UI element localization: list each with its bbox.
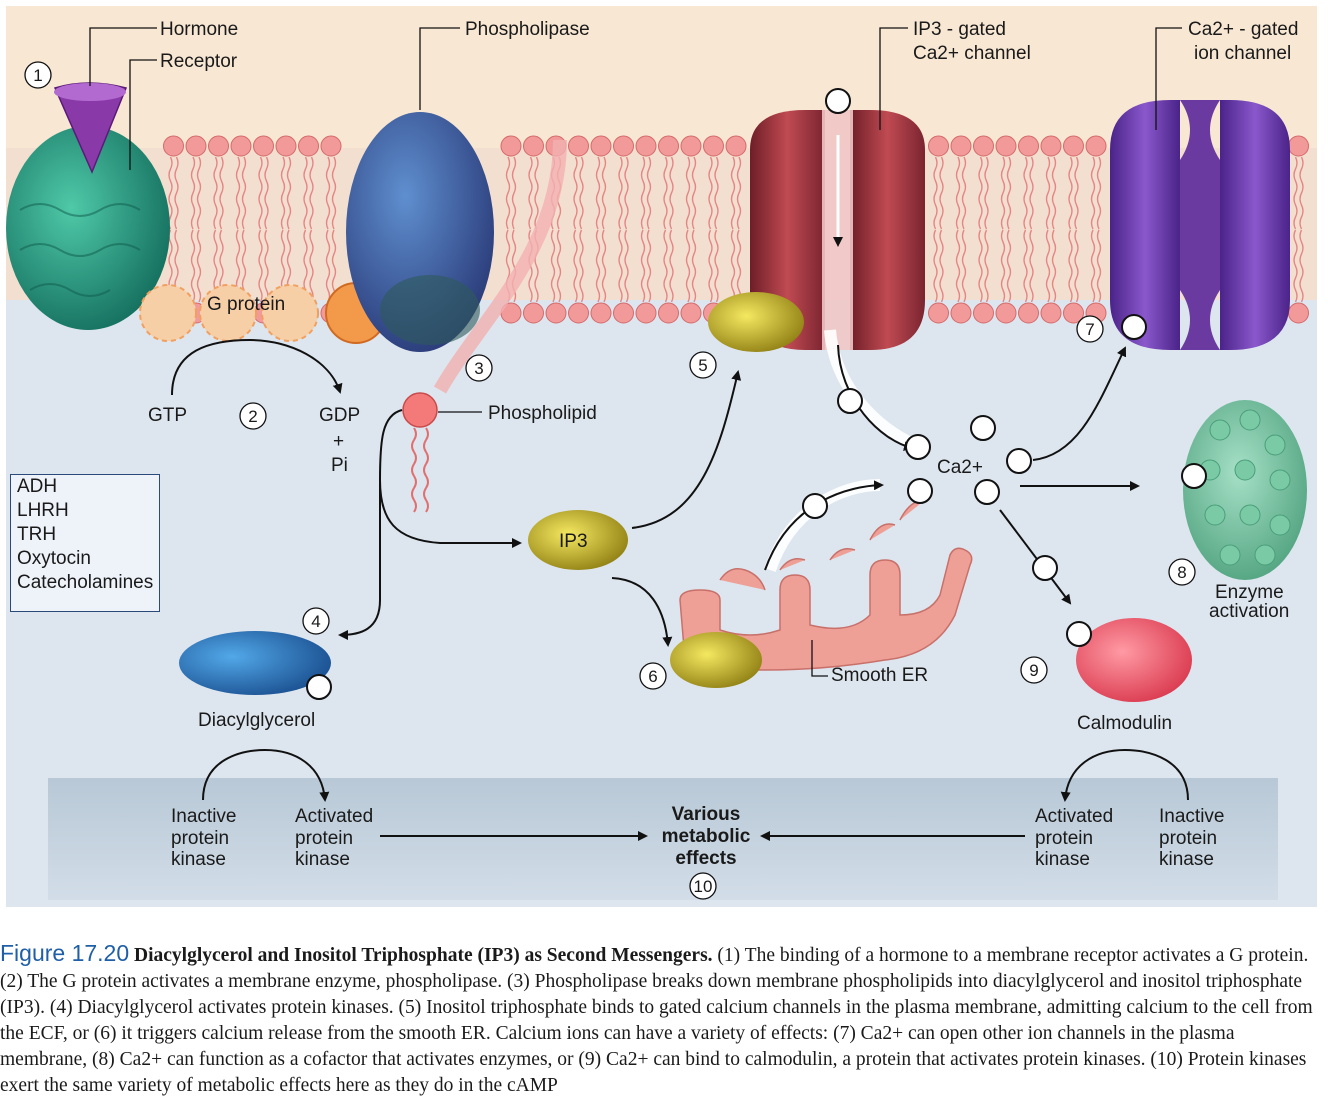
g-protein-label: G protein xyxy=(207,294,285,315)
hormone-catecholamines: Catecholamines xyxy=(17,572,154,593)
inactive-pk-left-1: Inactive xyxy=(171,806,236,827)
ip3-label: IP3 xyxy=(559,531,588,552)
ip3-on-er xyxy=(670,632,762,688)
membrane-core xyxy=(6,148,1317,300)
calmodulin-protein xyxy=(1076,618,1192,702)
various-effects-3: effects xyxy=(675,848,736,869)
activated-pk-right-3: kinase xyxy=(1035,849,1090,870)
inactive-pk-right-1: Inactive xyxy=(1159,806,1224,827)
pathway-arrows xyxy=(171,338,1189,841)
step-2: 2 xyxy=(248,407,257,426)
ip3-gated-ca-channel xyxy=(750,110,925,350)
hormone-adh: ADH xyxy=(17,476,58,497)
activated-pk-right-1: Activated xyxy=(1035,806,1113,827)
receptor-label: Receptor xyxy=(160,51,238,72)
receptor-protein xyxy=(6,126,170,330)
phospholipid-tail-trail xyxy=(433,139,567,394)
inactive-pk-left-2: protein xyxy=(171,828,229,849)
ip3-channel-label-1: IP3 - gated xyxy=(913,19,1006,40)
various-effects-1: Various xyxy=(672,804,741,825)
hormone-lhrh: LHRH xyxy=(17,500,69,521)
metabolic-band xyxy=(48,778,1278,900)
pi-label: Pi xyxy=(331,455,348,476)
various-effects-2: metabolic xyxy=(662,826,751,847)
ca-channel-label-1: Ca2+ - gated xyxy=(1188,19,1298,40)
activated-pk-left-2: protein xyxy=(295,828,353,849)
smooth-er xyxy=(679,499,973,671)
membrane-heads xyxy=(163,135,1309,324)
ip3-bound-channel xyxy=(708,292,804,352)
step-8: 8 xyxy=(1177,563,1186,582)
gtp-label: GTP xyxy=(148,405,187,426)
figure-title: Diacylglycerol and Inositol Triphosphate… xyxy=(134,945,713,966)
figure-body: (1) The binding of a hormone to a membra… xyxy=(0,945,1313,1096)
figure-number: Figure 17.20 xyxy=(0,940,130,966)
step-6: 6 xyxy=(648,667,657,686)
activated-pk-left-3: kinase xyxy=(295,849,350,870)
step-5: 5 xyxy=(698,356,707,375)
smooth-er-label: Smooth ER xyxy=(831,665,928,686)
diacylglycerol-molecule xyxy=(179,631,331,695)
extracellular-fluid xyxy=(6,6,1317,148)
step-4: 4 xyxy=(311,612,320,631)
phospholipid-label: Phospholipid xyxy=(488,403,597,424)
hormone-top xyxy=(54,83,126,101)
inactive-pk-right-2: protein xyxy=(1159,828,1217,849)
ca-gated-ion-channel xyxy=(1110,100,1290,350)
diacylglycerol-label: Diacylglycerol xyxy=(198,710,315,731)
step-3: 3 xyxy=(474,359,483,378)
step-10: 10 xyxy=(694,877,713,896)
ca-channel-label-2: ion channel xyxy=(1194,43,1291,64)
step-9: 9 xyxy=(1029,661,1038,680)
calcium-ions xyxy=(306,88,1207,700)
ip3-channel-label-2: Ca2+ channel xyxy=(913,43,1031,64)
plus-label: + xyxy=(333,431,344,452)
figure-caption: Figure 17.20 Diacylglycerol and Inositol… xyxy=(0,940,1318,1099)
hormone-trh: TRH xyxy=(17,524,57,545)
activated-pk-left-1: Activated xyxy=(295,806,373,827)
hormone-oxytocin: Oxytocin xyxy=(17,548,91,569)
enzyme-label-2: activation xyxy=(1209,601,1289,622)
activated-pk-right-2: protein xyxy=(1035,828,1093,849)
phospholipase-label: Phospholipase xyxy=(465,19,590,40)
hormone-label: Hormone xyxy=(160,19,238,40)
gdp-label: GDP xyxy=(319,405,360,426)
leader-lines xyxy=(89,27,1182,677)
enzyme-label-1: Enzyme xyxy=(1215,582,1284,603)
step-7: 7 xyxy=(1085,320,1094,339)
inactive-pk-left-3: kinase xyxy=(171,849,226,870)
ip3-molecule xyxy=(528,510,628,570)
calmodulin-label: Calmodulin xyxy=(1077,713,1172,734)
step-markers xyxy=(24,61,1196,900)
step-1: 1 xyxy=(33,66,42,85)
ca2-label: Ca2+ xyxy=(937,457,983,478)
inactive-pk-right-3: kinase xyxy=(1159,849,1214,870)
hormone-examples-box: ADH LHRH TRH Oxytocin Catecholamines xyxy=(10,474,160,612)
phospholipase-enzyme xyxy=(346,112,494,352)
enzyme-cluster xyxy=(1183,400,1307,580)
free-phospholipid xyxy=(402,392,438,513)
